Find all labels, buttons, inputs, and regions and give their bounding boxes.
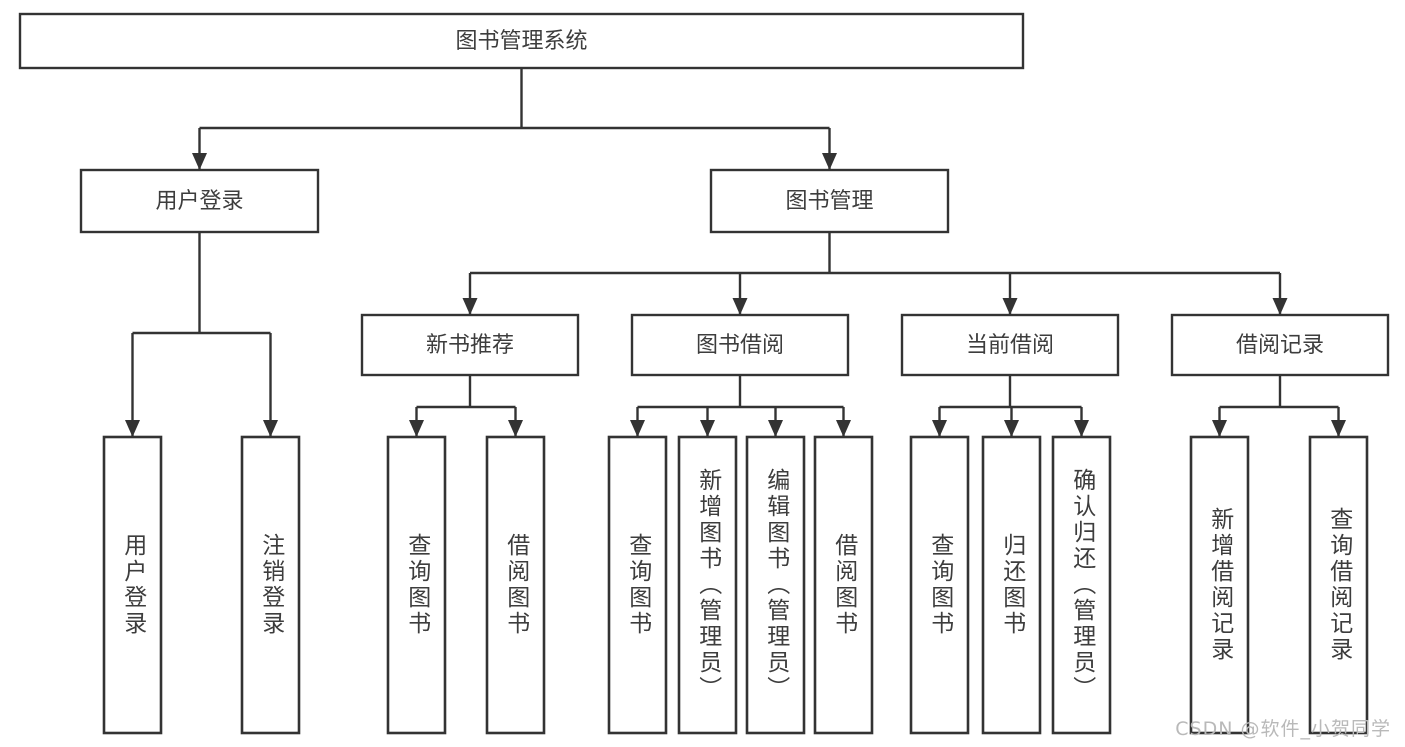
leaf-node-9-rect (981, 435, 1042, 735)
lvl3-2-arrow-1 (1004, 420, 1019, 437)
leaf-node-11-rect (1189, 435, 1250, 735)
leaf-node-8-rect (909, 435, 970, 735)
leaf-node-10-rect (1051, 435, 1112, 735)
node-root-图书管理系统-rect (18, 12, 1025, 70)
lvl3-1-arrow-1 (700, 420, 715, 437)
leaf-node-7-rect (813, 435, 874, 735)
book-mgmt-arrow-0 (462, 298, 478, 315)
book-mgmt-arrow-1 (732, 298, 748, 315)
root-arrow-0 (192, 153, 207, 170)
leaf-node-2[interactable] (386, 435, 447, 735)
lvl3-3-arrow-1 (1331, 420, 1346, 437)
leaf-node-6-rect (745, 435, 806, 735)
leaf-node-5-rect (677, 435, 738, 735)
node-level3-3[interactable]: 借阅记录 (1170, 313, 1390, 377)
book-mgmt-arrow-2 (1002, 298, 1018, 315)
leaf-node-12[interactable] (1308, 435, 1369, 735)
leaf-node-6[interactable] (745, 435, 806, 735)
lvl3-1-arrow-0 (630, 420, 645, 437)
node-level3-2-rect (900, 313, 1120, 377)
leaf-node-3-rect (485, 435, 546, 735)
leaf-node-9[interactable] (981, 435, 1042, 735)
book-mgmt-arrow-3 (1272, 298, 1288, 315)
lvl3-1-arrow-2 (768, 420, 783, 437)
node-level2-1[interactable]: 图书管理 (709, 168, 950, 234)
leaf-node-11[interactable] (1189, 435, 1250, 735)
node-level3-3-label: 借阅记录 (1236, 333, 1324, 358)
root-arrow-1 (822, 153, 837, 170)
node-level3-0-rect (360, 313, 580, 377)
leaf-node-4[interactable] (607, 435, 668, 735)
node-level2-0-rect (79, 168, 320, 234)
leaf-node-4-rect (607, 435, 668, 735)
leaf-node-7[interactable] (813, 435, 874, 735)
node-level3-0[interactable]: 新书推荐 (360, 313, 580, 377)
leaf-node-0[interactable] (102, 435, 163, 735)
leaf-node-1-rect (240, 435, 301, 735)
node-level2-0-label: 用户登录 (155, 189, 243, 214)
leaf-node-12-rect (1308, 435, 1369, 735)
leaf-node-10[interactable] (1051, 435, 1112, 735)
node-level3-1[interactable]: 图书借阅 (630, 313, 850, 377)
node-level3-0-label: 新书推荐 (426, 333, 514, 358)
node-level2-0[interactable]: 用户登录 (79, 168, 320, 234)
node-root-图书管理系统-label: 图书管理系统 (455, 29, 587, 54)
node-level2-1-label: 图书管理 (785, 189, 873, 214)
leaf-node-8[interactable] (909, 435, 970, 735)
user-login-arrow-0 (125, 420, 140, 437)
node-level3-1-label: 图书借阅 (696, 333, 784, 358)
lvl3-1-arrow-3 (836, 420, 851, 437)
lvl3-0-arrow-0 (409, 420, 424, 437)
node-level3-2[interactable]: 当前借阅 (900, 313, 1120, 377)
lvl3-2-arrow-2 (1074, 420, 1089, 437)
leaf-node-0-rect (102, 435, 163, 735)
node-level3-2-label: 当前借阅 (966, 333, 1054, 358)
lvl3-0-arrow-1 (508, 420, 523, 437)
leaf-node-1[interactable] (240, 435, 301, 735)
watermark-text: CSDN @软件_小贺同学 (1175, 718, 1391, 740)
lvl3-2-arrow-0 (932, 420, 947, 437)
leaf-node-2-rect (386, 435, 447, 735)
leaf-node-5[interactable] (677, 435, 738, 735)
user-login-arrow-1 (263, 420, 278, 437)
node-root-图书管理系统[interactable]: 图书管理系统 (18, 12, 1025, 70)
leaf-node-3[interactable] (485, 435, 546, 735)
lvl3-3-arrow-0 (1212, 420, 1227, 437)
